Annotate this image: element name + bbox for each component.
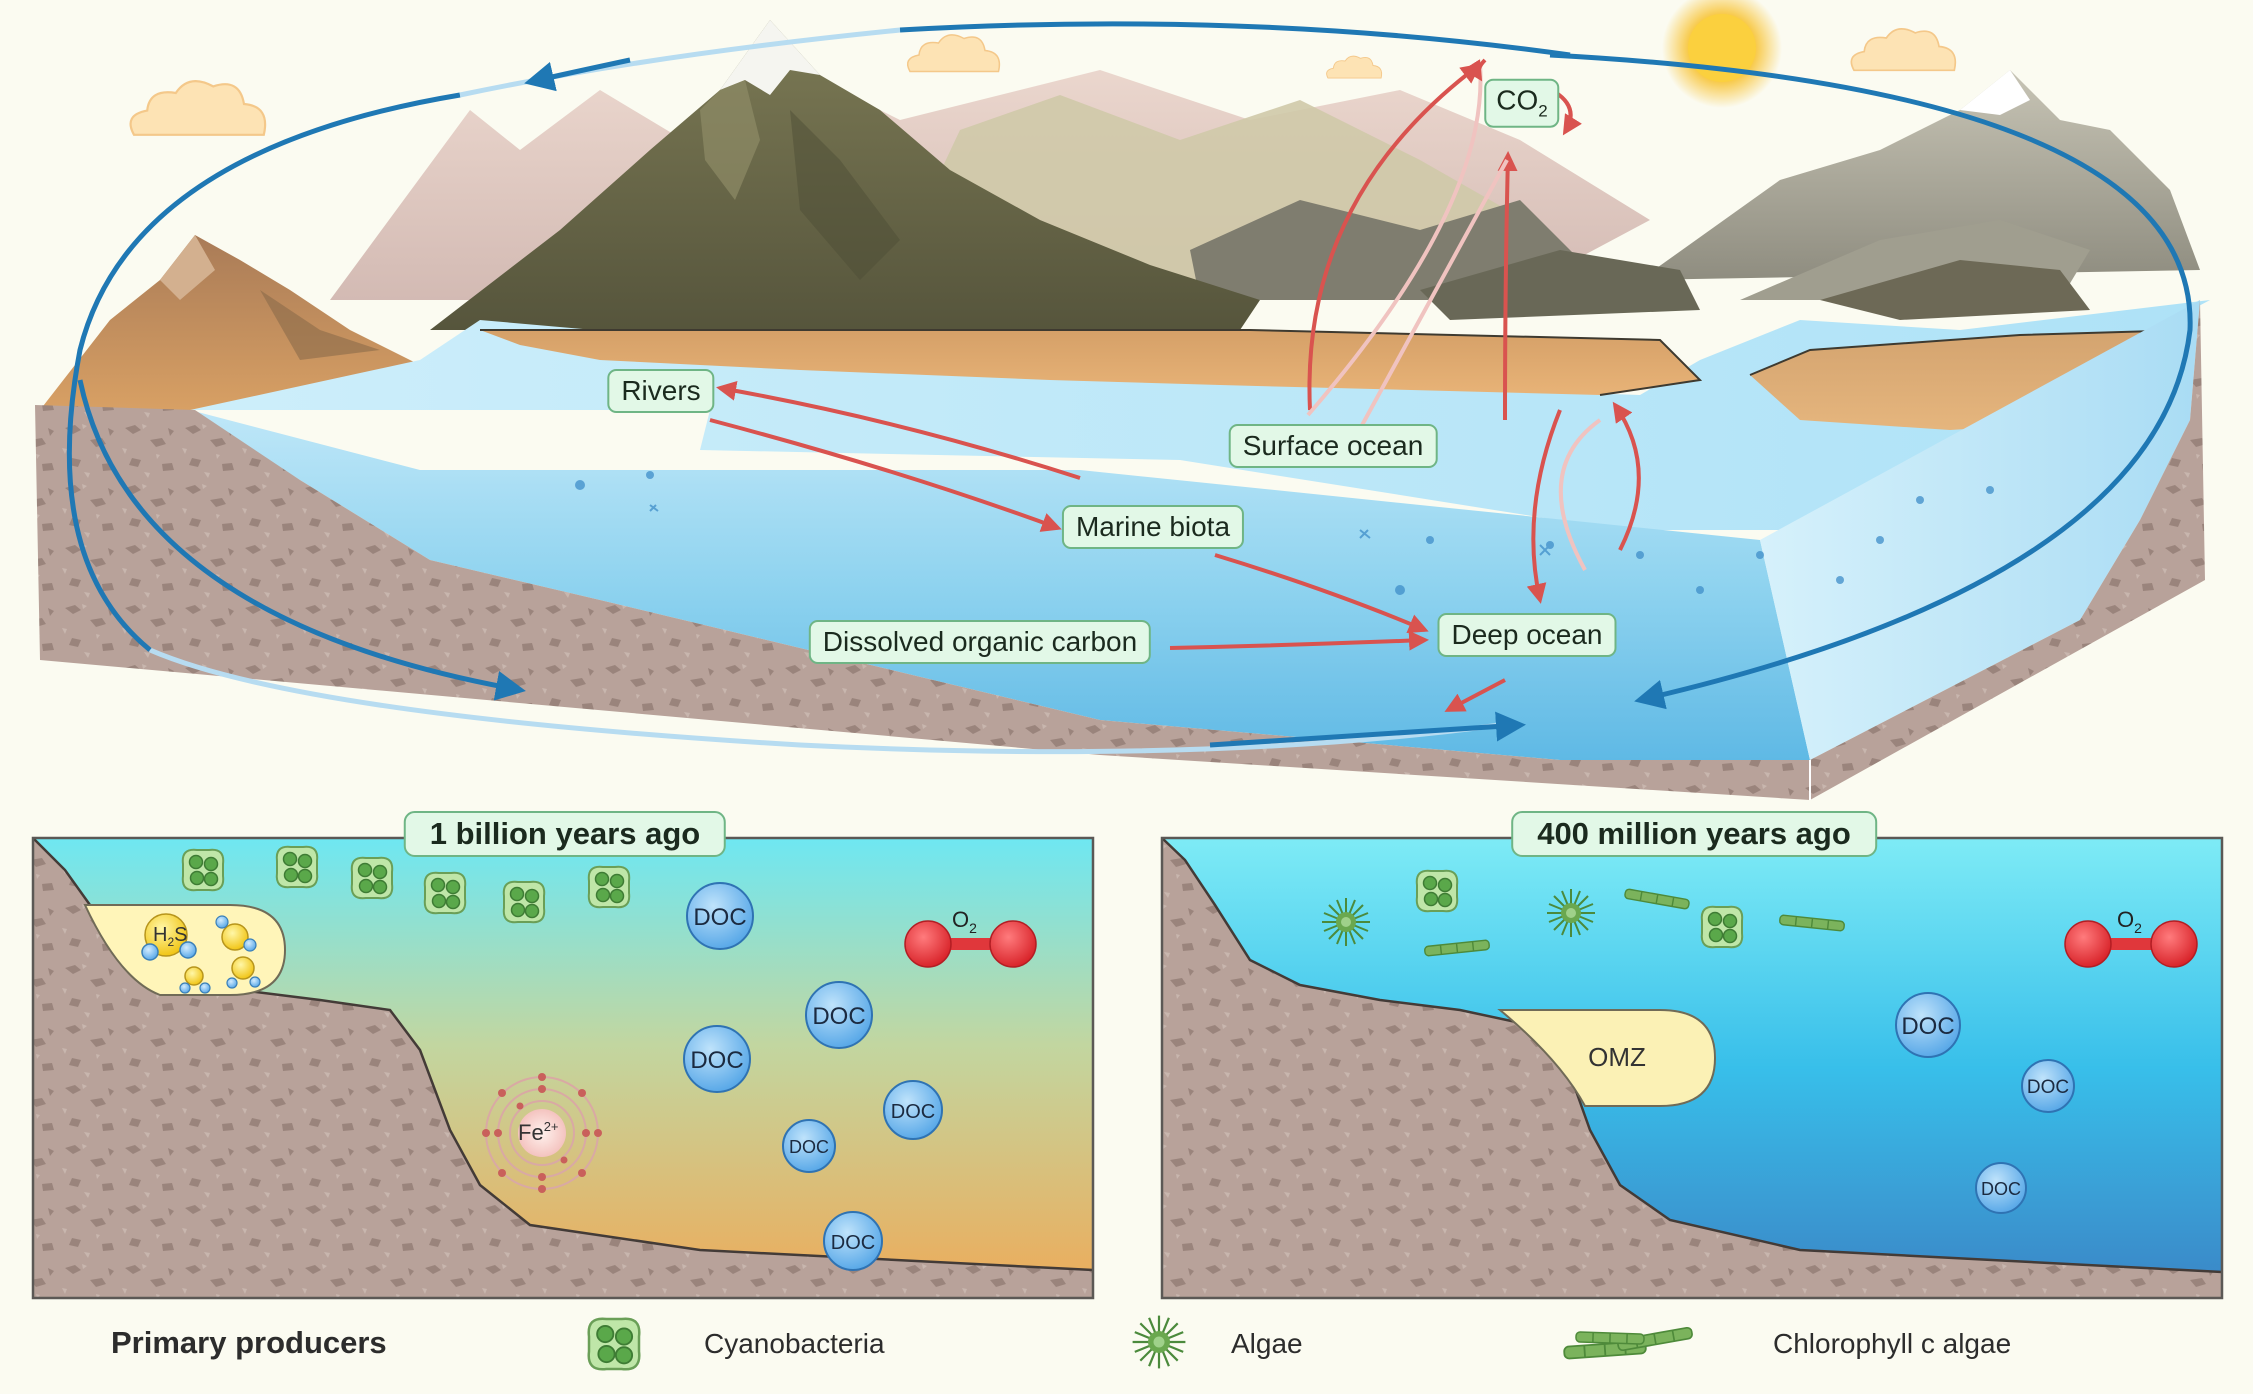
o2-label-left: O2	[952, 907, 977, 936]
cyanobacteria-icon	[1415, 869, 1459, 913]
cyanobacteria-icon	[587, 1317, 641, 1371]
h2s-molecules	[141, 913, 261, 994]
panel-title-right: 400 million years ago	[1511, 811, 1877, 857]
svg-text:DOC: DOC	[1981, 1179, 2021, 1199]
doc-bubble: DOC	[883, 1080, 943, 1140]
svg-text:DOC: DOC	[690, 1047, 743, 1074]
doc-bubble: DOC	[683, 1025, 751, 1093]
cloud-icon	[1326, 55, 1383, 79]
sediment-front	[35, 405, 1810, 800]
cyanobacteria-icon	[275, 845, 319, 889]
svg-text:DOC: DOC	[891, 1101, 935, 1123]
cyanobacteria-icon	[1700, 905, 1744, 949]
cloud-icon	[906, 34, 1001, 73]
rivers-label: Rivers	[607, 369, 715, 413]
algae-icon	[1131, 1314, 1187, 1370]
surface-ocean-label: Surface ocean	[1228, 424, 1438, 468]
carbon-cycle-loop	[66, 21, 2193, 755]
doc-bubble: DOC	[686, 882, 754, 950]
beach	[480, 330, 1700, 395]
doc-bubble: DOC	[782, 1119, 836, 1173]
h2s-label: H2S	[153, 924, 187, 949]
legend-cyanobacteria: Cyanobacteria	[704, 1328, 885, 1359]
svg-text:DOC: DOC	[812, 1003, 865, 1030]
svg-text:DOC: DOC	[693, 904, 746, 931]
cyanobacteria-icon	[502, 880, 546, 924]
algae-icon	[1321, 897, 1371, 947]
flux-arrows	[709, 58, 1641, 712]
oxygen-molecule	[2064, 920, 2198, 968]
cyanobacteria-icon	[350, 856, 394, 900]
co2-label: CO2	[1484, 78, 1560, 128]
mountains-right	[1640, 70, 2200, 280]
svg-text:DOC: DOC	[789, 1137, 829, 1157]
panel-1-billion: H2S O2 Fe2+ DOC	[31, 836, 1095, 1300]
cloud-icon	[1850, 27, 1957, 72]
oxygen-molecule	[904, 920, 1037, 968]
cloud-icon	[129, 80, 267, 136]
doc-bubble: DOC	[805, 981, 873, 1049]
svg-text:DOC: DOC	[1901, 1013, 1954, 1040]
doc-bubble: DOC	[1975, 1162, 2027, 1214]
ocean-front	[190, 410, 1810, 760]
marine-organisms	[575, 471, 1994, 595]
omz-zone	[1497, 1009, 1717, 1107]
legend-title: Primary producers	[111, 1325, 387, 1360]
cyanobacteria-icon	[181, 848, 225, 892]
dissolved-organic-carbon-label: Dissolved organic carbon	[808, 620, 1152, 664]
legend-chlorophyll-c-algae: Chlorophyll c algae	[1773, 1328, 2012, 1359]
panel-400-million: OMZ O2 DOC DOC DOC	[1160, 836, 2224, 1300]
cyanobacteria-icon	[587, 865, 631, 909]
cyanobacteria-icon	[423, 871, 467, 915]
doc-bubble: DOC	[2021, 1059, 2075, 1113]
deep-ocean-label: Deep ocean	[1437, 613, 1617, 657]
algae-icon	[1546, 888, 1596, 938]
omz-label: OMZ	[1588, 1042, 1646, 1072]
svg-text:DOC: DOC	[2027, 1077, 2069, 1098]
fe-label: Fe2+	[518, 1119, 559, 1145]
o2-label-right: O2	[2117, 907, 2142, 936]
panel-title-left: 1 billion years ago	[403, 811, 727, 857]
svg-text:DOC: DOC	[831, 1232, 875, 1254]
chlorophyll-c-algae-icon	[1562, 1326, 1694, 1360]
legend-algae: Algae	[1231, 1328, 1303, 1359]
iron-ion	[482, 1073, 602, 1193]
block-diagram	[35, 0, 2210, 800]
doc-bubble: DOC	[823, 1211, 883, 1271]
marine-biota-label: Marine biota	[1061, 505, 1245, 549]
doc-bubble: DOC	[1895, 992, 1961, 1058]
